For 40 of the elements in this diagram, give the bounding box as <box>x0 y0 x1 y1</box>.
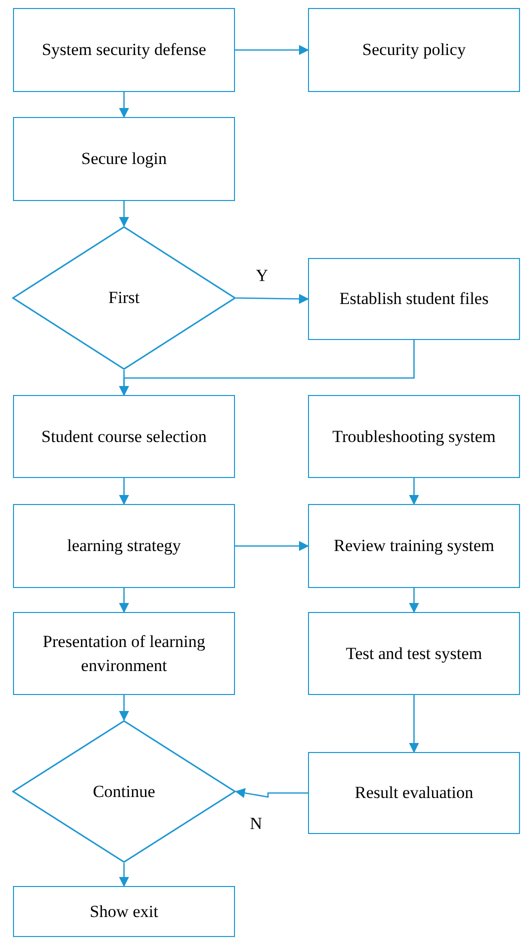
node-label: Presentation of learning environment <box>42 630 206 676</box>
arrow <box>119 370 129 396</box>
arrow <box>119 588 129 613</box>
process-box <box>13 8 235 92</box>
node-label: Show exit <box>88 900 160 922</box>
process-box <box>308 395 520 478</box>
arrow <box>235 788 308 798</box>
node-label: Student course selection <box>40 426 208 448</box>
process-box <box>308 752 520 834</box>
arrow <box>119 201 129 227</box>
arrow <box>119 863 129 887</box>
node-label: Establish student files <box>338 288 490 310</box>
process-box <box>308 612 520 695</box>
arrow <box>409 588 419 613</box>
node-label: System security defense <box>40 39 208 61</box>
node-label: Troubleshooting system <box>331 426 497 448</box>
node-label: Secure login <box>80 148 168 170</box>
process-box <box>13 395 235 478</box>
arrow <box>235 541 309 551</box>
node-label: learning strategy <box>66 535 182 557</box>
node-label: First <box>107 287 141 309</box>
arrow <box>409 478 419 505</box>
arrow <box>236 294 309 304</box>
process-box <box>13 612 235 695</box>
process-box <box>308 8 520 92</box>
node-label: Continue <box>92 780 156 802</box>
arrow <box>119 478 129 505</box>
arrow <box>119 92 129 118</box>
process-box <box>308 504 520 588</box>
process-box <box>308 258 520 340</box>
node-label: Review training system <box>332 535 496 557</box>
arrow <box>235 45 309 55</box>
process-box <box>13 504 235 588</box>
process-box <box>13 886 235 937</box>
process-box <box>13 117 235 201</box>
node-label: Security policy <box>361 39 467 61</box>
arrow <box>409 695 419 753</box>
node-label: Result evaluation <box>354 782 474 804</box>
node-label: Test and test system <box>344 642 484 665</box>
arrow <box>119 695 129 721</box>
